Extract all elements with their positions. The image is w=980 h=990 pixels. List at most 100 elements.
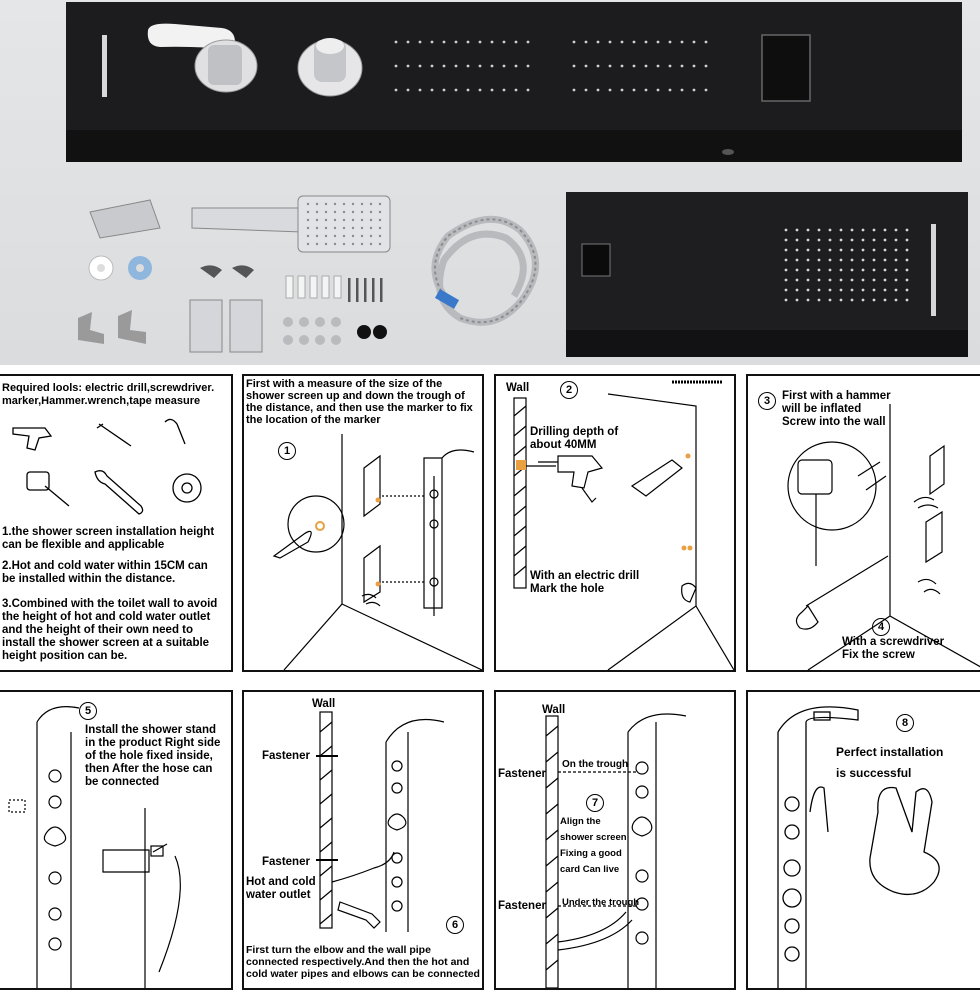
jet-dot [351,242,355,246]
step3-text: First with a hammer will be inflated Scr… [782,390,891,428]
shower-panel-outline [423,449,475,609]
jet-dot [333,242,337,246]
step2-number: 2 [560,381,578,399]
jet-dot [784,248,788,252]
jet-dot [596,88,600,92]
step2-illustration [513,380,734,670]
jet-dot [692,40,696,44]
jet-dot [315,234,319,238]
step7-trough-top: On the trough [562,759,629,770]
pipes [557,911,633,951]
jet-dot [850,278,854,282]
elbow-right [118,310,146,344]
wall-anchor [297,275,306,299]
jet-dot [872,298,876,302]
jet-dot [905,248,909,252]
jet-dot [306,234,310,238]
jet-dot [861,268,865,272]
wall-section [545,715,559,988]
jet-dot [883,228,887,232]
shower-panel-outline [627,713,687,988]
tape-measure-icon [172,473,202,503]
jet-dot [514,64,518,68]
jet-dot [502,40,506,44]
hand-shower-jets [306,202,382,246]
jet-dot [817,288,821,292]
hammer-icon [26,471,50,491]
jet-dot [490,64,494,68]
jet-dot [806,238,810,242]
jet-dot [351,218,355,222]
jet-dot [490,40,494,44]
marker-zoom-circle [287,495,345,553]
jet-dot [315,202,319,206]
jet-dot [795,238,799,242]
tools-title: Required lools: electric drill,screwdriv… [2,382,215,407]
jet-dot [872,268,876,272]
jet-dot [644,88,648,92]
jet-dot [668,64,672,68]
jet-dot [478,88,482,92]
jet-dot [872,288,876,292]
jet-dot [894,298,898,302]
wall-anchor [333,275,342,299]
jet-dot [795,228,799,232]
step6-fastener-bottom: Fastener [262,856,310,868]
jet-dot [656,64,660,68]
step7-wall-label: Wall [542,704,566,716]
jet-dot [828,238,832,242]
jet-dot [306,218,310,222]
step6-wall-label: Wall [312,698,336,710]
jet-dot [306,226,310,230]
jet-dot [406,40,410,44]
jet-dot [850,288,854,292]
jet-dot [861,298,865,302]
jet-dot [839,268,843,272]
jet-dot [351,226,355,230]
step1-illustration [272,434,482,670]
step2-drilling-text: Drilling depth of about 40MM [530,426,619,451]
jet-dot [342,202,346,206]
jet-dot [360,210,364,214]
jet-dot [894,228,898,232]
jet-dot [378,210,382,214]
drill-icon [12,427,53,451]
screw [356,278,359,302]
wall-corner [607,393,697,670]
jet-dot [442,40,446,44]
back-panel [566,192,968,357]
jet-dot [784,268,788,272]
jet-dot [632,88,636,92]
jet-dot [632,64,636,68]
jet-dot [784,288,788,292]
jet-dot [883,288,887,292]
step2-drill-text: With an electric drill Mark the hole [530,570,640,595]
jet-dot [806,298,810,302]
jet-dot [306,210,310,214]
step1-number: 1 [278,442,296,460]
jet-dot [342,234,346,238]
jet-dot [324,242,328,246]
jet-dot [839,288,843,292]
jet-dot [894,278,898,282]
jet-dot [828,298,832,302]
step6-fastener-top: Fastener [262,750,310,762]
jet-dot [306,202,310,206]
jet-dot [299,335,309,345]
jet-dot [795,278,799,282]
wall-anchor [321,275,330,299]
jet-dot [806,288,810,292]
jet-dot [299,317,309,327]
jet-dot [795,248,799,252]
jet-dot [351,210,355,214]
back-panel-jets [784,228,909,302]
jet-dot [784,228,788,232]
jet-dot [514,88,518,92]
jet-dot [894,258,898,262]
jet-dot [872,248,876,252]
jet-dot [466,64,470,68]
jet-dot [872,228,876,232]
jet-dot [839,228,843,232]
jet-dot [378,202,382,206]
step6-panel: Wall Fastener Fastener Hot and cold wate… [242,690,484,990]
